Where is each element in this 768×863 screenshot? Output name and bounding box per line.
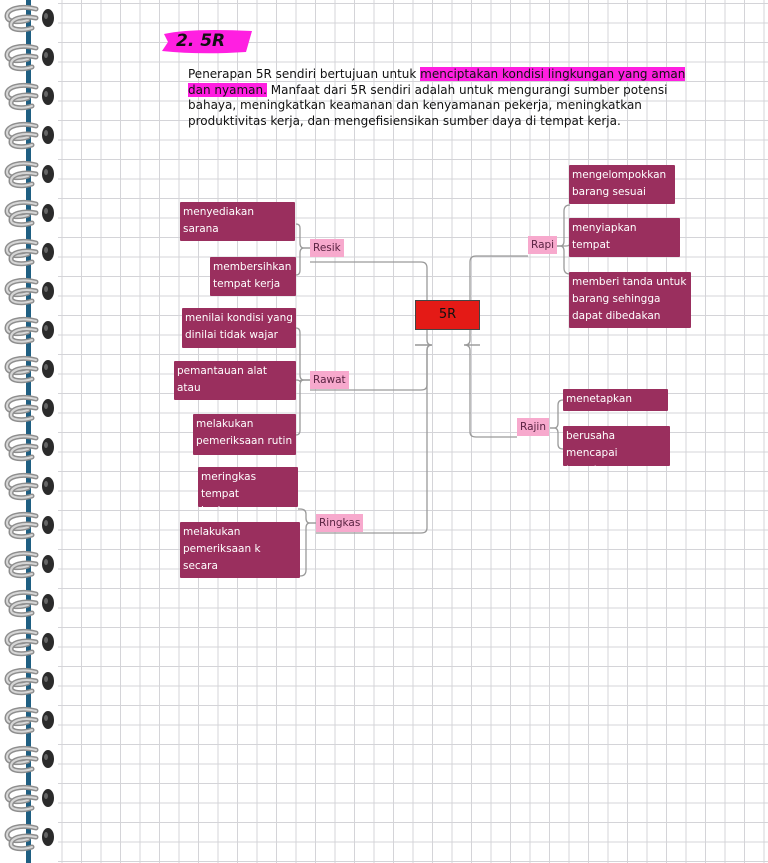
branch-label-ringkas: Ringkas	[316, 514, 364, 532]
connector-resik-2	[295, 247, 310, 276]
spiral-ring	[4, 121, 54, 150]
connector-rajin-1	[550, 399, 564, 429]
connector-rawat-3	[295, 379, 310, 436]
spiral-ring	[4, 199, 54, 228]
connector-resik-1	[295, 223, 310, 249]
paragraph-text-end: Manfaat dari 5R sendiri adalah untuk men…	[188, 82, 668, 128]
section-title-text: 2. 5R	[176, 31, 226, 51]
paragraph-text-start: Penerapan 5R sendiri bertujuan untuk	[188, 67, 421, 81]
spiral-ring	[4, 238, 54, 267]
connector-rapi-3	[556, 245, 571, 275]
spine-bar	[26, 0, 31, 863]
spiral-ring	[4, 433, 54, 462]
rajin-item-1: menetapkan target	[563, 389, 668, 411]
connector-center-resik	[310, 261, 433, 346]
spiral-ring	[4, 706, 54, 735]
resik-item-2: membersihkan tempat kerja	[210, 257, 296, 296]
rapi-item-2: menyiapkan tempat penyimpanan,	[569, 218, 680, 257]
rawat-item-2: pemantauan alat atau area kerja	[174, 361, 296, 400]
spiral-ring	[4, 823, 54, 852]
notebook-spiral-binding	[0, 0, 58, 863]
spiral-ring	[4, 82, 54, 111]
spiral-ring	[4, 355, 54, 384]
ringkas-item-1: meringkas tempat kerja	[198, 467, 298, 507]
spiral-ring	[4, 745, 54, 774]
connector-rapi-1	[556, 204, 571, 247]
spiral-ring	[4, 43, 54, 72]
rapi-item-3: memberi tanda untuk barang sehingga dapa…	[569, 272, 691, 328]
connector-center-ringkas	[316, 344, 433, 534]
mindmap-center-node: 5R	[415, 300, 480, 330]
connector-center-rajin	[463, 344, 517, 438]
rapi-item-1: mengelompokkan barang sesuai jenis	[569, 165, 675, 204]
spiral-ring	[4, 667, 54, 696]
ringkas-item-2: melakukan pemeriksaan k secara rutin	[180, 522, 300, 578]
rawat-item-3: melakukan pemeriksaan rutin	[193, 414, 296, 455]
section-title: 2. 5R	[160, 26, 255, 56]
branch-label-resik: Resik	[310, 239, 344, 257]
spiral-ring	[4, 589, 54, 618]
spiral-ring	[4, 394, 54, 423]
connector-ringkas-2	[299, 522, 316, 577]
rajin-item-2: berusaha mencapai target	[563, 426, 670, 466]
title-highlight-brush	[162, 30, 252, 54]
rawat-item-1: menilai kondisi yang dinilai tidak wajar	[182, 308, 296, 348]
spiral-ring	[4, 472, 54, 501]
spiral-ring	[4, 316, 54, 345]
connector-rawat-1	[295, 327, 310, 381]
spiral-ring	[4, 277, 54, 306]
spiral-ring	[4, 4, 54, 33]
spiral-ring	[4, 784, 54, 813]
spiral-ring	[4, 511, 54, 540]
branch-label-rapi: Rapi	[528, 236, 558, 254]
branch-label-rajin: Rajin	[517, 418, 549, 436]
spiral-ring	[4, 160, 54, 189]
resik-item-1: menyediakan sarana kebersihan	[180, 202, 295, 241]
spiral-ring	[4, 550, 54, 579]
intro-paragraph: Penerapan 5R sendiri bertujuan untuk men…	[188, 67, 708, 129]
connector-ringkas-1	[298, 508, 316, 524]
spiral-ring	[4, 628, 54, 657]
branch-label-rawat: Rawat	[310, 371, 349, 389]
connector-rajin-2	[550, 427, 564, 450]
